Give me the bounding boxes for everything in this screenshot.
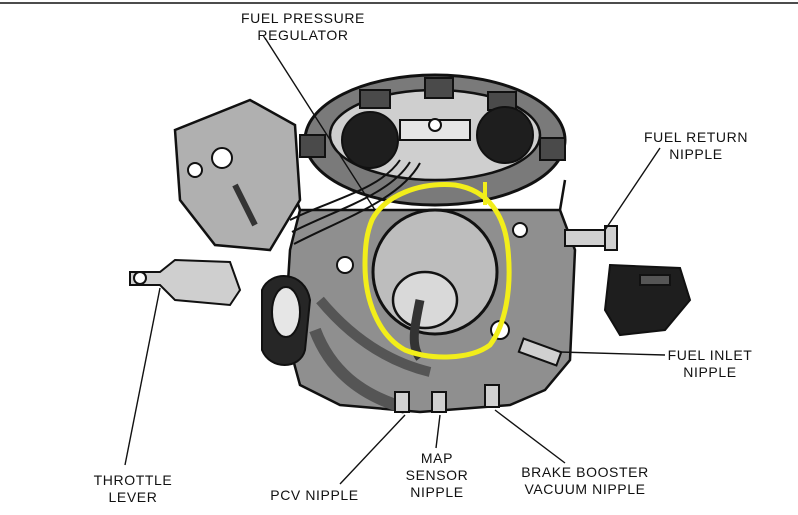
leader-fuel-pressure-regulator bbox=[264, 37, 376, 211]
label-line: MAP bbox=[420, 450, 454, 466]
leader-lines bbox=[124, 37, 666, 485]
label-line: REGULATOR bbox=[257, 27, 349, 43]
label-line: LEVER bbox=[108, 489, 158, 505]
label-fuel-return-nipple: FUEL RETURN NIPPLE bbox=[636, 129, 756, 163]
label-line: NIPPLE bbox=[683, 364, 737, 380]
leader-throttle-lever bbox=[124, 287, 161, 466]
label-line: FUEL INLET bbox=[667, 347, 753, 363]
highlight-circle bbox=[362, 182, 512, 360]
label-line: BRAKE BOOSTER bbox=[521, 464, 649, 480]
label-line: NIPPLE bbox=[410, 484, 464, 500]
leader-map-sensor-nipple bbox=[435, 414, 441, 449]
leader-pcv-nipple bbox=[339, 414, 406, 485]
label-fuel-pressure-regulator: FUEL PRESSURE REGULATOR bbox=[218, 10, 388, 44]
label-pcv-nipple: PCV NIPPLE bbox=[262, 487, 367, 504]
label-line: FUEL RETURN bbox=[643, 129, 749, 145]
label-fuel-inlet-nipple: FUEL INLET NIPPLE bbox=[660, 347, 760, 381]
throttle-body bbox=[129, 73, 692, 414]
leader-fuel-return-nipple bbox=[604, 147, 661, 231]
label-line: SENSOR bbox=[405, 467, 469, 483]
leader-brake-booster-nipple bbox=[494, 409, 566, 464]
label-line: PCV NIPPLE bbox=[270, 487, 359, 503]
label-line: THROTTLE bbox=[93, 472, 173, 488]
label-line: NIPPLE bbox=[669, 146, 723, 162]
label-line: FUEL PRESSURE bbox=[241, 10, 365, 26]
label-line: VACUUM NIPPLE bbox=[524, 481, 646, 497]
label-map-sensor-nipple: MAP SENSOR NIPPLE bbox=[392, 450, 482, 501]
label-throttle-lever: THROTTLE LEVER bbox=[88, 472, 178, 506]
leader-fuel-inlet-nipple bbox=[559, 351, 666, 356]
label-brake-booster-vacuum-nipple: BRAKE BOOSTER VACUUM NIPPLE bbox=[510, 464, 660, 498]
